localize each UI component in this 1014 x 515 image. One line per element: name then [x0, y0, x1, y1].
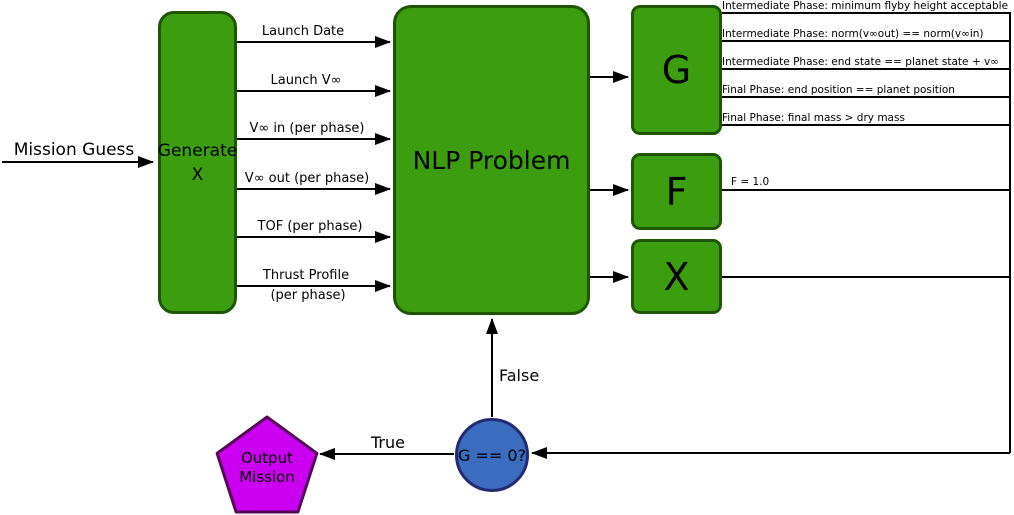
output-mission-label: Output Mission [217, 449, 317, 487]
x-output-label: X [663, 254, 690, 299]
input-label-launch-date: Launch Date [261, 24, 345, 39]
decision-label: G == 0? [457, 445, 527, 465]
generate-x-box: Generate X [158, 11, 237, 314]
f-output-box: F [631, 153, 722, 230]
generate-x-label-line1: Generate [157, 140, 238, 161]
nlp-problem-label: NLP Problem [412, 145, 571, 175]
g-output-label: G [661, 48, 692, 92]
constraint-label-end-position: Final Phase: end position == planet posi… [722, 84, 955, 96]
mission-guess-label: Mission Guess [13, 140, 135, 160]
g-output-box: G [631, 5, 722, 135]
nlp-problem-box: NLP Problem [393, 5, 590, 315]
input-label-vinf-out: V∞ out (per phase) [244, 171, 370, 186]
input-label-thrust-profile: Thrust Profile [262, 268, 350, 283]
x-output-box: X [631, 239, 722, 314]
constraint-label-end-state: Intermediate Phase: end state == planet … [722, 56, 999, 68]
constraint-label-vinf-norm: Intermediate Phase: norm(v∞out) == norm(… [722, 28, 984, 40]
output-mission-label-line2: Mission [239, 468, 295, 486]
generate-x-label-line2: X [191, 164, 204, 185]
decision-circle: G == 0? [455, 418, 529, 492]
input-label-vinf-in: V∞ in (per phase) [249, 121, 365, 136]
input-label-launch-vinf: Launch V∞ [270, 73, 342, 88]
true-branch-label: True [371, 433, 405, 452]
input-label-tof: TOF (per phase) [257, 219, 363, 234]
input-label-thrust-profile-line2: (per phase) [270, 288, 346, 303]
f-output-label: F [665, 169, 688, 214]
false-branch-label: False [499, 366, 540, 385]
constraint-label-flyby-height: Intermediate Phase: minimum flyby height… [722, 0, 1009, 12]
output-mission-label-line1: Output [240, 449, 294, 467]
constraint-label-dry-mass: Final Phase: final mass > dry mass [722, 112, 905, 124]
output-mission-pentagon [215, 415, 319, 514]
objective-value-label: F = 1.0 [731, 176, 770, 188]
